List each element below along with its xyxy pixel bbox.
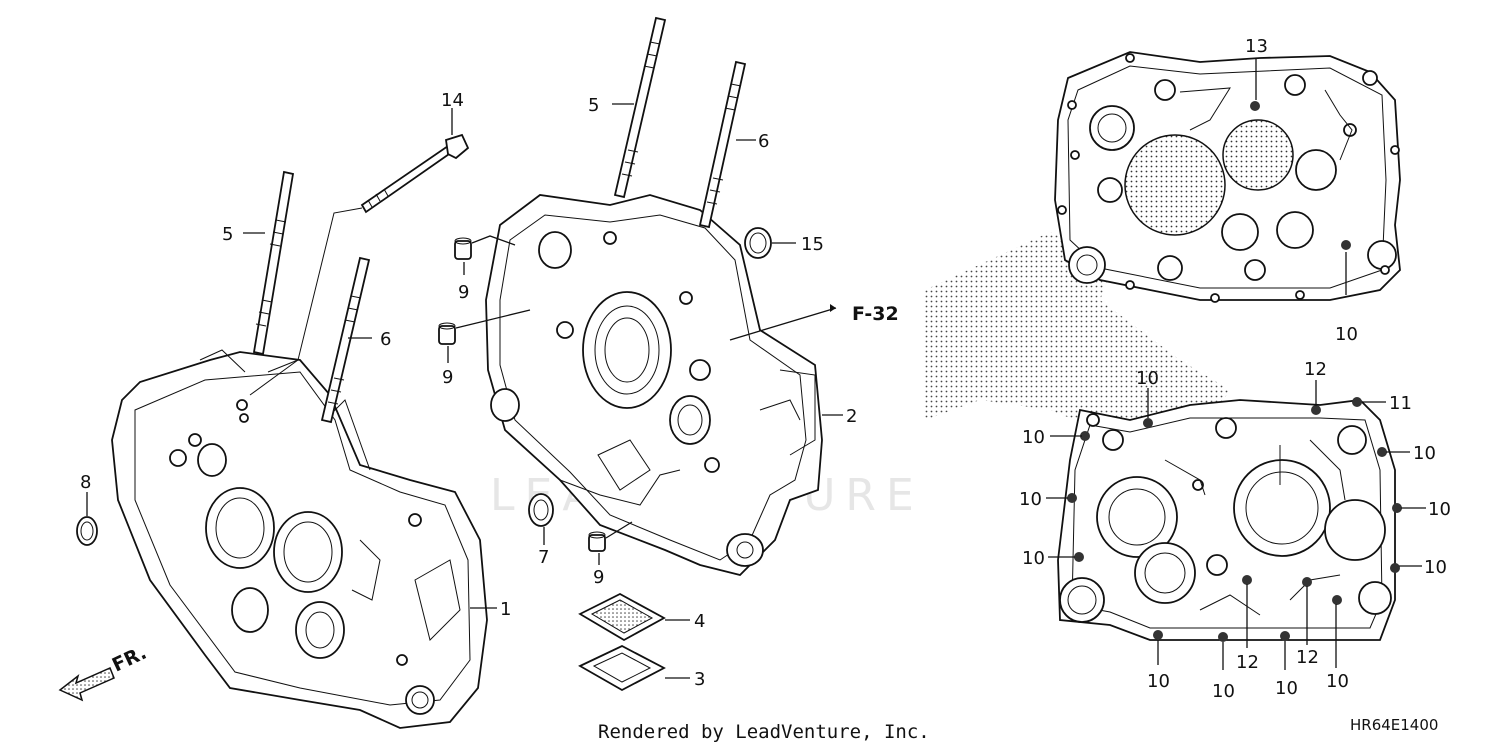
callout-10-b1: 10 xyxy=(1136,368,1159,389)
crankcase-view-bottom[interactable] xyxy=(1057,397,1402,642)
callout-11: 11 xyxy=(1389,393,1412,414)
needle-bearing-7[interactable] xyxy=(528,493,554,527)
callout-3: 3 xyxy=(694,669,705,690)
dotted-projection-area xyxy=(925,232,1230,430)
center-stud-bolt-5[interactable] xyxy=(613,16,667,199)
callout-1: 1 xyxy=(500,599,511,620)
svg-text:FR.: FR. xyxy=(109,642,150,677)
ref-f32: F-32 xyxy=(852,303,899,325)
callout-6-left: 6 xyxy=(380,329,391,350)
callout-8: 8 xyxy=(80,472,91,493)
callout-7: 7 xyxy=(538,547,549,568)
callout-5-left: 5 xyxy=(222,224,233,245)
callout-12-b3: 12 xyxy=(1236,652,1259,673)
front-direction-arrow: FR. xyxy=(58,642,150,702)
dowel-pin-9-c[interactable] xyxy=(588,531,606,552)
callout-4: 4 xyxy=(694,611,705,632)
callout-10-top: 10 xyxy=(1335,324,1358,345)
callout-10-b4: 10 xyxy=(1019,489,1042,510)
oil-seal-15[interactable] xyxy=(744,227,772,259)
left-stud-bolt-5[interactable] xyxy=(252,170,295,356)
strainer-plate-3[interactable] xyxy=(578,644,666,692)
callout-5-center: 5 xyxy=(588,95,599,116)
callout-9-c: 9 xyxy=(593,567,604,588)
center-stud-bolt-6[interactable] xyxy=(698,60,747,229)
diagram-code: HR64E1400 xyxy=(1350,716,1438,734)
right-crankcase-half[interactable] xyxy=(485,194,823,576)
crankcase-view-top[interactable] xyxy=(1054,51,1401,303)
callout-13: 13 xyxy=(1245,36,1268,57)
oil-strainer-screen-4[interactable] xyxy=(578,592,666,642)
callout-10-b5: 10 xyxy=(1428,499,1451,520)
callout-14: 14 xyxy=(441,90,464,111)
callout-10-b3: 10 xyxy=(1413,443,1436,464)
callout-15: 15 xyxy=(801,234,824,255)
callout-10-b6: 10 xyxy=(1022,548,1045,569)
callout-6-center: 6 xyxy=(758,131,769,152)
callout-12-b1: 12 xyxy=(1304,359,1327,380)
left-stud-bolt-6[interactable] xyxy=(320,256,371,424)
callout-10-b9: 10 xyxy=(1147,671,1170,692)
dowel-pin-9-b[interactable] xyxy=(438,322,456,345)
dowel-pin-9-a[interactable] xyxy=(454,237,472,260)
callout-9-a: 9 xyxy=(458,282,469,303)
callout-10-b11: 10 xyxy=(1275,678,1298,699)
callout-10-b8: 10 xyxy=(1326,671,1349,692)
flange-bolt-14[interactable] xyxy=(249,133,470,396)
rendered-by-credit: Rendered by LeadVenture, Inc. xyxy=(598,721,930,743)
callout-9-b: 9 xyxy=(442,367,453,388)
callout-12-b2: 12 xyxy=(1296,647,1319,668)
left-crankcase-half[interactable] xyxy=(111,349,488,729)
o-ring-8[interactable] xyxy=(76,516,98,546)
callout-10-b7: 10 xyxy=(1424,557,1447,578)
callout-10-b10: 10 xyxy=(1212,681,1235,702)
callout-2: 2 xyxy=(846,406,857,427)
callout-10-b2: 10 xyxy=(1022,427,1045,448)
